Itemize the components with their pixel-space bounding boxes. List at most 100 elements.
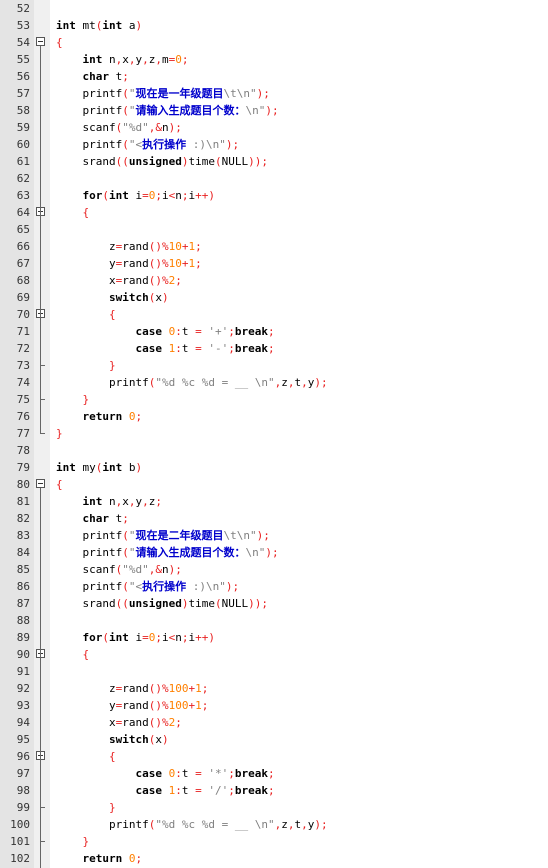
code-text[interactable]: char t;	[82, 70, 129, 83]
code-text[interactable]: for(int i=0;i<n;i++)	[82, 631, 216, 644]
code-line[interactable]: 67 y=rand()%10+1;	[0, 255, 548, 272]
code-line[interactable]: 69 switch(x)	[0, 289, 548, 306]
code-text[interactable]: srand((unsigned)time(NULL));	[82, 155, 268, 168]
code-line[interactable]: 84 printf("请输入生成题目个数：\n");	[0, 544, 548, 561]
code-text[interactable]: case 0:t = '*';break;	[135, 767, 275, 780]
code-line[interactable]: 59 scanf("%d",&n);	[0, 119, 548, 136]
code-text[interactable]: {	[56, 36, 63, 49]
code-text[interactable]: {	[56, 478, 63, 491]
code-line[interactable]: 80{	[0, 476, 548, 493]
code-text[interactable]: switch(x)	[108, 291, 169, 304]
code-text[interactable]: int my(int b)	[56, 461, 143, 474]
code-line[interactable]: 68 x=rand()%2;	[0, 272, 548, 289]
code-line[interactable]: 86 printf("<执行操作 :)\n");	[0, 578, 548, 595]
code-text[interactable]: {	[108, 750, 116, 763]
code-line[interactable]: 102 return 0;	[0, 850, 548, 867]
code-line[interactable]: 56 char t;	[0, 68, 548, 85]
code-text[interactable]: y=rand()%100+1;	[108, 699, 209, 712]
code-text[interactable]: int mt(int a)	[56, 19, 143, 32]
code-line[interactable]: 92 z=rand()%100+1;	[0, 680, 548, 697]
code-text[interactable]: printf("<执行操作 :)\n");	[82, 580, 240, 593]
code-line[interactable]: 97 case 0:t = '*';break;	[0, 765, 548, 782]
line-number: 82	[16, 512, 30, 525]
code-text[interactable]: }	[108, 801, 116, 814]
code-line[interactable]: 82 char t;	[0, 510, 548, 527]
code-line[interactable]: 83 printf("现在是二年级题目\t\n");	[0, 527, 548, 544]
code-text[interactable]: printf("%d %c %d = __ \n",z,t,y);	[108, 818, 328, 831]
code-text[interactable]: srand((unsigned)time(NULL));	[82, 597, 268, 610]
code-text[interactable]: scanf("%d",&n);	[82, 563, 182, 576]
code-line[interactable]: 63 for(int i=0;i<n;i++)	[0, 187, 548, 204]
code-line[interactable]: 57 printf("现在是一年级题目\t\n");	[0, 85, 548, 102]
code-line[interactable]: 52	[0, 0, 548, 17]
code-text[interactable]: }	[56, 427, 63, 440]
code-line[interactable]: 54{	[0, 34, 548, 51]
code-line[interactable]: 60 printf("<执行操作 :)\n");	[0, 136, 548, 153]
code-text[interactable]: switch(x)	[108, 733, 169, 746]
code-line[interactable]: 70 {	[0, 306, 548, 323]
code-line[interactable]: 99 }	[0, 799, 548, 816]
code-text[interactable]: return 0;	[82, 410, 143, 423]
code-line[interactable]: 89 for(int i=0;i<n;i++)	[0, 629, 548, 646]
code-text[interactable]: {	[82, 206, 90, 219]
code-line[interactable]: 64 {	[0, 204, 548, 221]
code-line[interactable]: 101 }	[0, 833, 548, 850]
code-line[interactable]: 81 int n,x,y,z;	[0, 493, 548, 510]
code-line[interactable]: 73 }	[0, 357, 548, 374]
code-text[interactable]: printf("现在是一年级题目\t\n");	[82, 87, 270, 100]
code-line[interactable]: 55 int n,x,y,z,m=0;	[0, 51, 548, 68]
code-line[interactable]: 71 case 0:t = '+';break;	[0, 323, 548, 340]
fold-toggle-icon[interactable]	[36, 479, 45, 488]
code-line[interactable]: 94 x=rand()%2;	[0, 714, 548, 731]
code-text[interactable]: {	[108, 308, 116, 321]
code-line[interactable]: 88	[0, 612, 548, 629]
code-line[interactable]: 96 {	[0, 748, 548, 765]
code-text[interactable]: z=rand()%10+1;	[108, 240, 202, 253]
code-line[interactable]: 93 y=rand()%100+1;	[0, 697, 548, 714]
code-line[interactable]: 66 z=rand()%10+1;	[0, 238, 548, 255]
code-line[interactable]: 78	[0, 442, 548, 459]
code-text[interactable]: return 0;	[82, 852, 143, 865]
code-line[interactable]: 87 srand((unsigned)time(NULL));	[0, 595, 548, 612]
code-text[interactable]: char t;	[82, 512, 129, 525]
code-text[interactable]: y=rand()%10+1;	[108, 257, 202, 270]
code-line[interactable]: 91	[0, 663, 548, 680]
code-line[interactable]: 90 {	[0, 646, 548, 663]
code-text[interactable]: printf("<执行操作 :)\n");	[82, 138, 240, 151]
code-text[interactable]: printf("请输入生成题目个数：\n");	[82, 546, 279, 559]
code-text[interactable]: }	[108, 359, 116, 372]
code-text[interactable]: printf("请输入生成题目个数：\n");	[82, 104, 279, 117]
code-text[interactable]: case 1:t = '-';break;	[135, 342, 275, 355]
code-line[interactable]: 75 }	[0, 391, 548, 408]
code-text[interactable]: int n,x,y,z;	[82, 495, 163, 508]
code-line[interactable]: 65	[0, 221, 548, 238]
code-text[interactable]: }	[82, 835, 90, 848]
code-line[interactable]: 85 scanf("%d",&n);	[0, 561, 548, 578]
code-line[interactable]: 95 switch(x)	[0, 731, 548, 748]
code-text[interactable]: {	[82, 648, 90, 661]
code-line[interactable]: 76 return 0;	[0, 408, 548, 425]
code-text[interactable]: x=rand()%2;	[108, 274, 182, 287]
code-text[interactable]: int n,x,y,z,m=0;	[82, 53, 189, 66]
fold-toggle-icon[interactable]	[36, 37, 45, 46]
code-line[interactable]: 74 printf("%d %c %d = __ \n",z,t,y);	[0, 374, 548, 391]
code-text[interactable]: case 0:t = '+';break;	[135, 325, 275, 338]
code-line[interactable]: 61 srand((unsigned)time(NULL));	[0, 153, 548, 170]
code-line[interactable]: 77}	[0, 425, 548, 442]
code-text[interactable]: case 1:t = '/';break;	[135, 784, 275, 797]
code-text[interactable]: for(int i=0;i<n;i++)	[82, 189, 216, 202]
code-line[interactable]: 100 printf("%d %c %d = __ \n",z,t,y);	[0, 816, 548, 833]
code-line[interactable]: 62	[0, 170, 548, 187]
code-line[interactable]: 98 case 1:t = '/';break;	[0, 782, 548, 799]
code-text[interactable]: z=rand()%100+1;	[108, 682, 209, 695]
code-line[interactable]: 58 printf("请输入生成题目个数：\n");	[0, 102, 548, 119]
code-line[interactable]: 72 case 1:t = '-';break;	[0, 340, 548, 357]
code-text[interactable]: scanf("%d",&n);	[82, 121, 182, 134]
code-text[interactable]: printf("%d %c %d = __ \n",z,t,y);	[108, 376, 328, 389]
code-text[interactable]: x=rand()%2;	[108, 716, 182, 729]
code-text[interactable]: printf("现在是二年级题目\t\n");	[82, 529, 270, 542]
code-text[interactable]: }	[82, 393, 90, 406]
